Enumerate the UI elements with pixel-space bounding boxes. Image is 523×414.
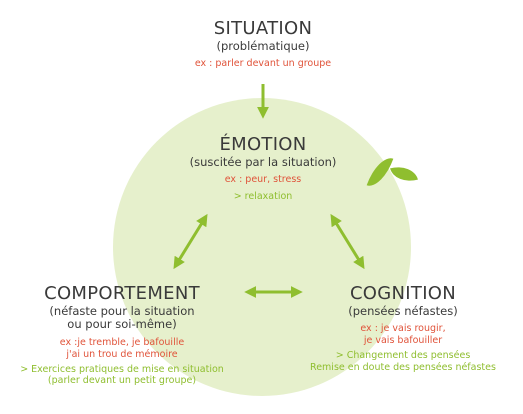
cognition-subtitle: (pensées néfastes) bbox=[348, 303, 458, 318]
situation-example: ex : parler devant un groupe bbox=[194, 58, 332, 70]
cognition-example-line2: je vais bafouiller bbox=[363, 334, 443, 346]
comportement-tip-line1: > Exercices pratiques de mise en situati… bbox=[20, 363, 224, 375]
cognition-tip-line2: Remise en doute des pensées néfastes bbox=[310, 361, 496, 373]
emotion-example: ex : peur, stress bbox=[224, 174, 302, 186]
comportement-tip-line2: (parler devant un petit groupe) bbox=[47, 375, 197, 387]
emotion-tip: > relaxation bbox=[233, 190, 293, 202]
cognition-tip-line1: > Changement des pensées bbox=[335, 350, 471, 362]
arrow-emotion-comportement bbox=[173, 213, 208, 270]
situation-subtitle: (problématique) bbox=[216, 38, 310, 53]
comportement-title: COMPORTEMENT bbox=[44, 283, 200, 304]
comportement-subtitle-line2: ou pour soi-même) bbox=[67, 317, 177, 332]
emotion-subtitle: (suscitée par la situation) bbox=[189, 154, 337, 169]
situation-title: SITUATION bbox=[213, 18, 313, 39]
situation-node: SITUATION (problématique) ex : parler de… bbox=[163, 18, 363, 70]
arrow-emotion-cognition bbox=[330, 213, 365, 270]
emotion-title: ÉMOTION bbox=[219, 134, 307, 155]
cognition-example-line1: ex : je vais rougir, bbox=[360, 323, 446, 335]
comportement-example-line2: j'ai un trou de mémoire bbox=[66, 348, 178, 360]
comportement-node: COMPORTEMENT (néfaste pour la situation … bbox=[7, 283, 237, 387]
comportement-example-line1: ex :je tremble, je bafouille bbox=[59, 337, 185, 349]
emotion-node: ÉMOTION (suscitée par la situation) ex :… bbox=[153, 134, 373, 202]
comportement-subtitle-line1: (néfaste pour la situation bbox=[49, 303, 195, 318]
cognition-title: COGNITION bbox=[349, 283, 457, 304]
cognition-node: COGNITION (pensées néfastes) ex : je vai… bbox=[290, 283, 516, 373]
